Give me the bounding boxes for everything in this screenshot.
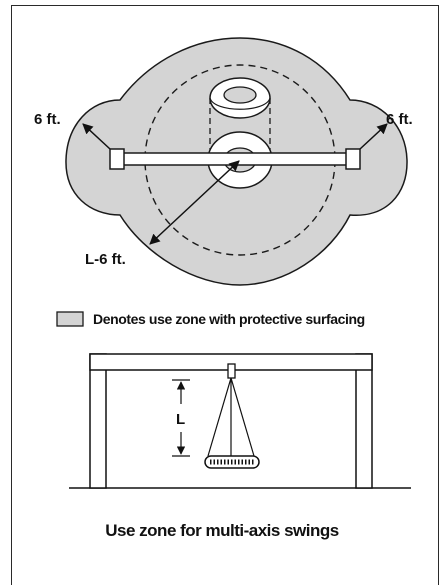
arrow-left-6ft (82, 123, 111, 150)
legend-text: Denotes use zone with protective surfaci… (93, 311, 365, 327)
post-right (355, 353, 373, 489)
label-radius: L-6 ft. (85, 251, 126, 268)
label-left-6ft: 6 ft. (34, 111, 61, 128)
tire-upper-inner (223, 86, 257, 104)
swivel-hanger (227, 363, 236, 379)
beam-end-right (345, 148, 361, 170)
side-view: L (69, 353, 411, 489)
chain-right (230, 377, 255, 457)
label-right-6ft: 6 ft. (386, 111, 413, 128)
tire-upper-rim (209, 97, 271, 110)
top-view: 6 ft. 6 ft. L-6 ft. (34, 37, 413, 286)
beam-end-left (109, 148, 125, 170)
post-left (89, 353, 107, 489)
use-zone-diagram: 6 ft. 6 ft. L-6 ft. Denotes use zone wit… (34, 37, 413, 540)
label-chain-length: L (176, 411, 185, 428)
legend: Denotes use zone with protective surfaci… (56, 311, 365, 327)
diagram-caption: Use zone for multi-axis swings (105, 521, 338, 540)
chain-left (207, 377, 232, 457)
top-beam (117, 152, 353, 166)
legend-swatch (56, 311, 84, 327)
arrow-radius (149, 160, 240, 245)
diagram-frame (11, 5, 439, 585)
arrow-right-6ft (359, 123, 388, 150)
